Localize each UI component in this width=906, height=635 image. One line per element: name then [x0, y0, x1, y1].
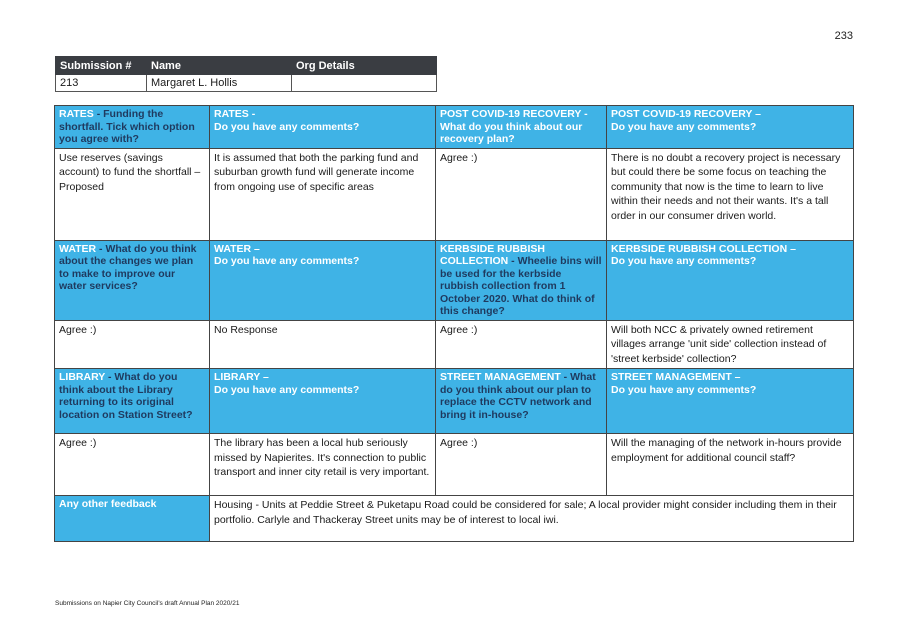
question-text: Do you have any comments? [214, 120, 360, 133]
answer-street-management: Agree :) [435, 433, 607, 496]
org-details [291, 74, 437, 92]
question-library: LIBRARY - What do you think about the Li… [54, 368, 210, 434]
answer-row-water: Agree :) No Response Agree :) Will both … [54, 319, 854, 369]
question-text: - Wheelie bins will be used for the kerb… [440, 255, 602, 317]
header-org-details: Org Details [291, 56, 437, 75]
question-water-comments: WATER –Do you have any comments? [209, 239, 436, 321]
question-title: RATES [59, 108, 94, 120]
answer-rates-comments: It is assumed that both the parking fund… [209, 147, 436, 241]
answer-covid-recovery: Agree :) [435, 147, 607, 241]
question-text: - What do you think about the changes we… [59, 242, 197, 293]
question-water: WATER - What do you think about the chan… [54, 239, 210, 321]
answer-water: Agree :) [54, 319, 210, 369]
question-title: LIBRARY – [214, 371, 269, 383]
question-kerbside-comments: KERBSIDE RUBBISH COLLECTION –Do you have… [606, 239, 854, 321]
question-title: LIBRARY [59, 371, 106, 383]
question-text: Do you have any comments? [214, 255, 360, 267]
question-text: - Funding the shortfall. Tick which opti… [59, 108, 195, 145]
submitter-name: Margaret L. Hollis [146, 74, 292, 92]
question-title: WATER [59, 242, 97, 255]
question-row-library: LIBRARY - What do you think about the Li… [54, 368, 854, 434]
answer-row-library: Agree :) The library has been a local hu… [54, 433, 854, 496]
answer-row-rates: Use reserves (savings account) to fund t… [54, 147, 854, 241]
header-submission-number: Submission # [55, 56, 147, 75]
question-text: Do you have any comments? [611, 383, 757, 396]
submission-responses-table: RATES - Funding the shortfall. Tick whic… [54, 105, 854, 542]
question-title: WATER – [214, 242, 260, 255]
question-covid-comments: POST COVID-19 RECOVERY –Do you have any … [606, 105, 854, 149]
header-name: Name [146, 56, 292, 75]
question-street-management: STREET MANAGEMENT - What do you think ab… [435, 368, 607, 434]
answer-street-comments: Will the managing of the network in-hour… [606, 433, 854, 496]
other-feedback-row: Any other feedback Housing - Units at Pe… [54, 495, 854, 542]
question-row-rates: RATES - Funding the shortfall. Tick whic… [54, 105, 854, 149]
question-row-water: WATER - What do you think about the chan… [54, 239, 854, 321]
answer-library: Agree :) [54, 433, 210, 496]
question-title: KERBSIDE RUBBISH COLLECTION [440, 242, 546, 268]
submission-table: Submission # Name Org Details 213 Margar… [55, 56, 437, 92]
question-text: - What do you think about the Library re… [59, 371, 193, 421]
question-rates: RATES - Funding the shortfall. Tick whic… [54, 105, 210, 149]
question-text: What do you think about our recovery pla… [440, 120, 583, 146]
question-street-comments: STREET MANAGEMENT –Do you have any comme… [606, 368, 854, 434]
question-kerbside: KERBSIDE RUBBISH COLLECTION - Wheelie bi… [435, 239, 607, 321]
question-title: POST COVID-19 RECOVERY - [440, 108, 588, 120]
question-rates-comments: RATES -Do you have any comments? [209, 105, 436, 149]
answer-kerbside-comments: Will both NCC & privately owned retireme… [606, 319, 854, 369]
question-text: - What do you think about our plan to re… [440, 371, 596, 421]
question-text: Do you have any comments? [214, 383, 360, 396]
question-text: Do you have any comments? [611, 255, 757, 267]
question-title: KERBSIDE RUBBISH COLLECTION – [611, 242, 796, 255]
submission-value-row: 213 Margaret L. Hollis [55, 74, 437, 92]
page-footer: Submissions on Napier City Council's dra… [55, 600, 240, 607]
answer-water-comments: No Response [209, 319, 436, 369]
answer-kerbside: Agree :) [435, 319, 607, 369]
page-number: 233 [834, 30, 853, 42]
submission-header-row: Submission # Name Org Details [55, 56, 437, 75]
answer-rates: Use reserves (savings account) to fund t… [54, 147, 210, 241]
question-library-comments: LIBRARY –Do you have any comments? [209, 368, 436, 434]
answer-library-comments: The library has been a local hub serious… [209, 433, 436, 496]
question-text: Do you have any comments? [611, 120, 757, 133]
other-feedback-value: Housing - Units at Peddie Street & Puket… [209, 495, 854, 542]
question-title: STREET MANAGEMENT [440, 371, 561, 383]
submission-number: 213 [55, 74, 147, 92]
question-title: STREET MANAGEMENT – [611, 371, 741, 383]
question-title: RATES - [214, 108, 256, 120]
other-feedback-label: Any other feedback [54, 495, 210, 542]
question-title: POST COVID-19 RECOVERY – [611, 108, 761, 120]
answer-covid-comments: There is no doubt a recovery project is … [606, 147, 854, 241]
question-covid-recovery: POST COVID-19 RECOVERY -What do you thin… [435, 105, 607, 149]
